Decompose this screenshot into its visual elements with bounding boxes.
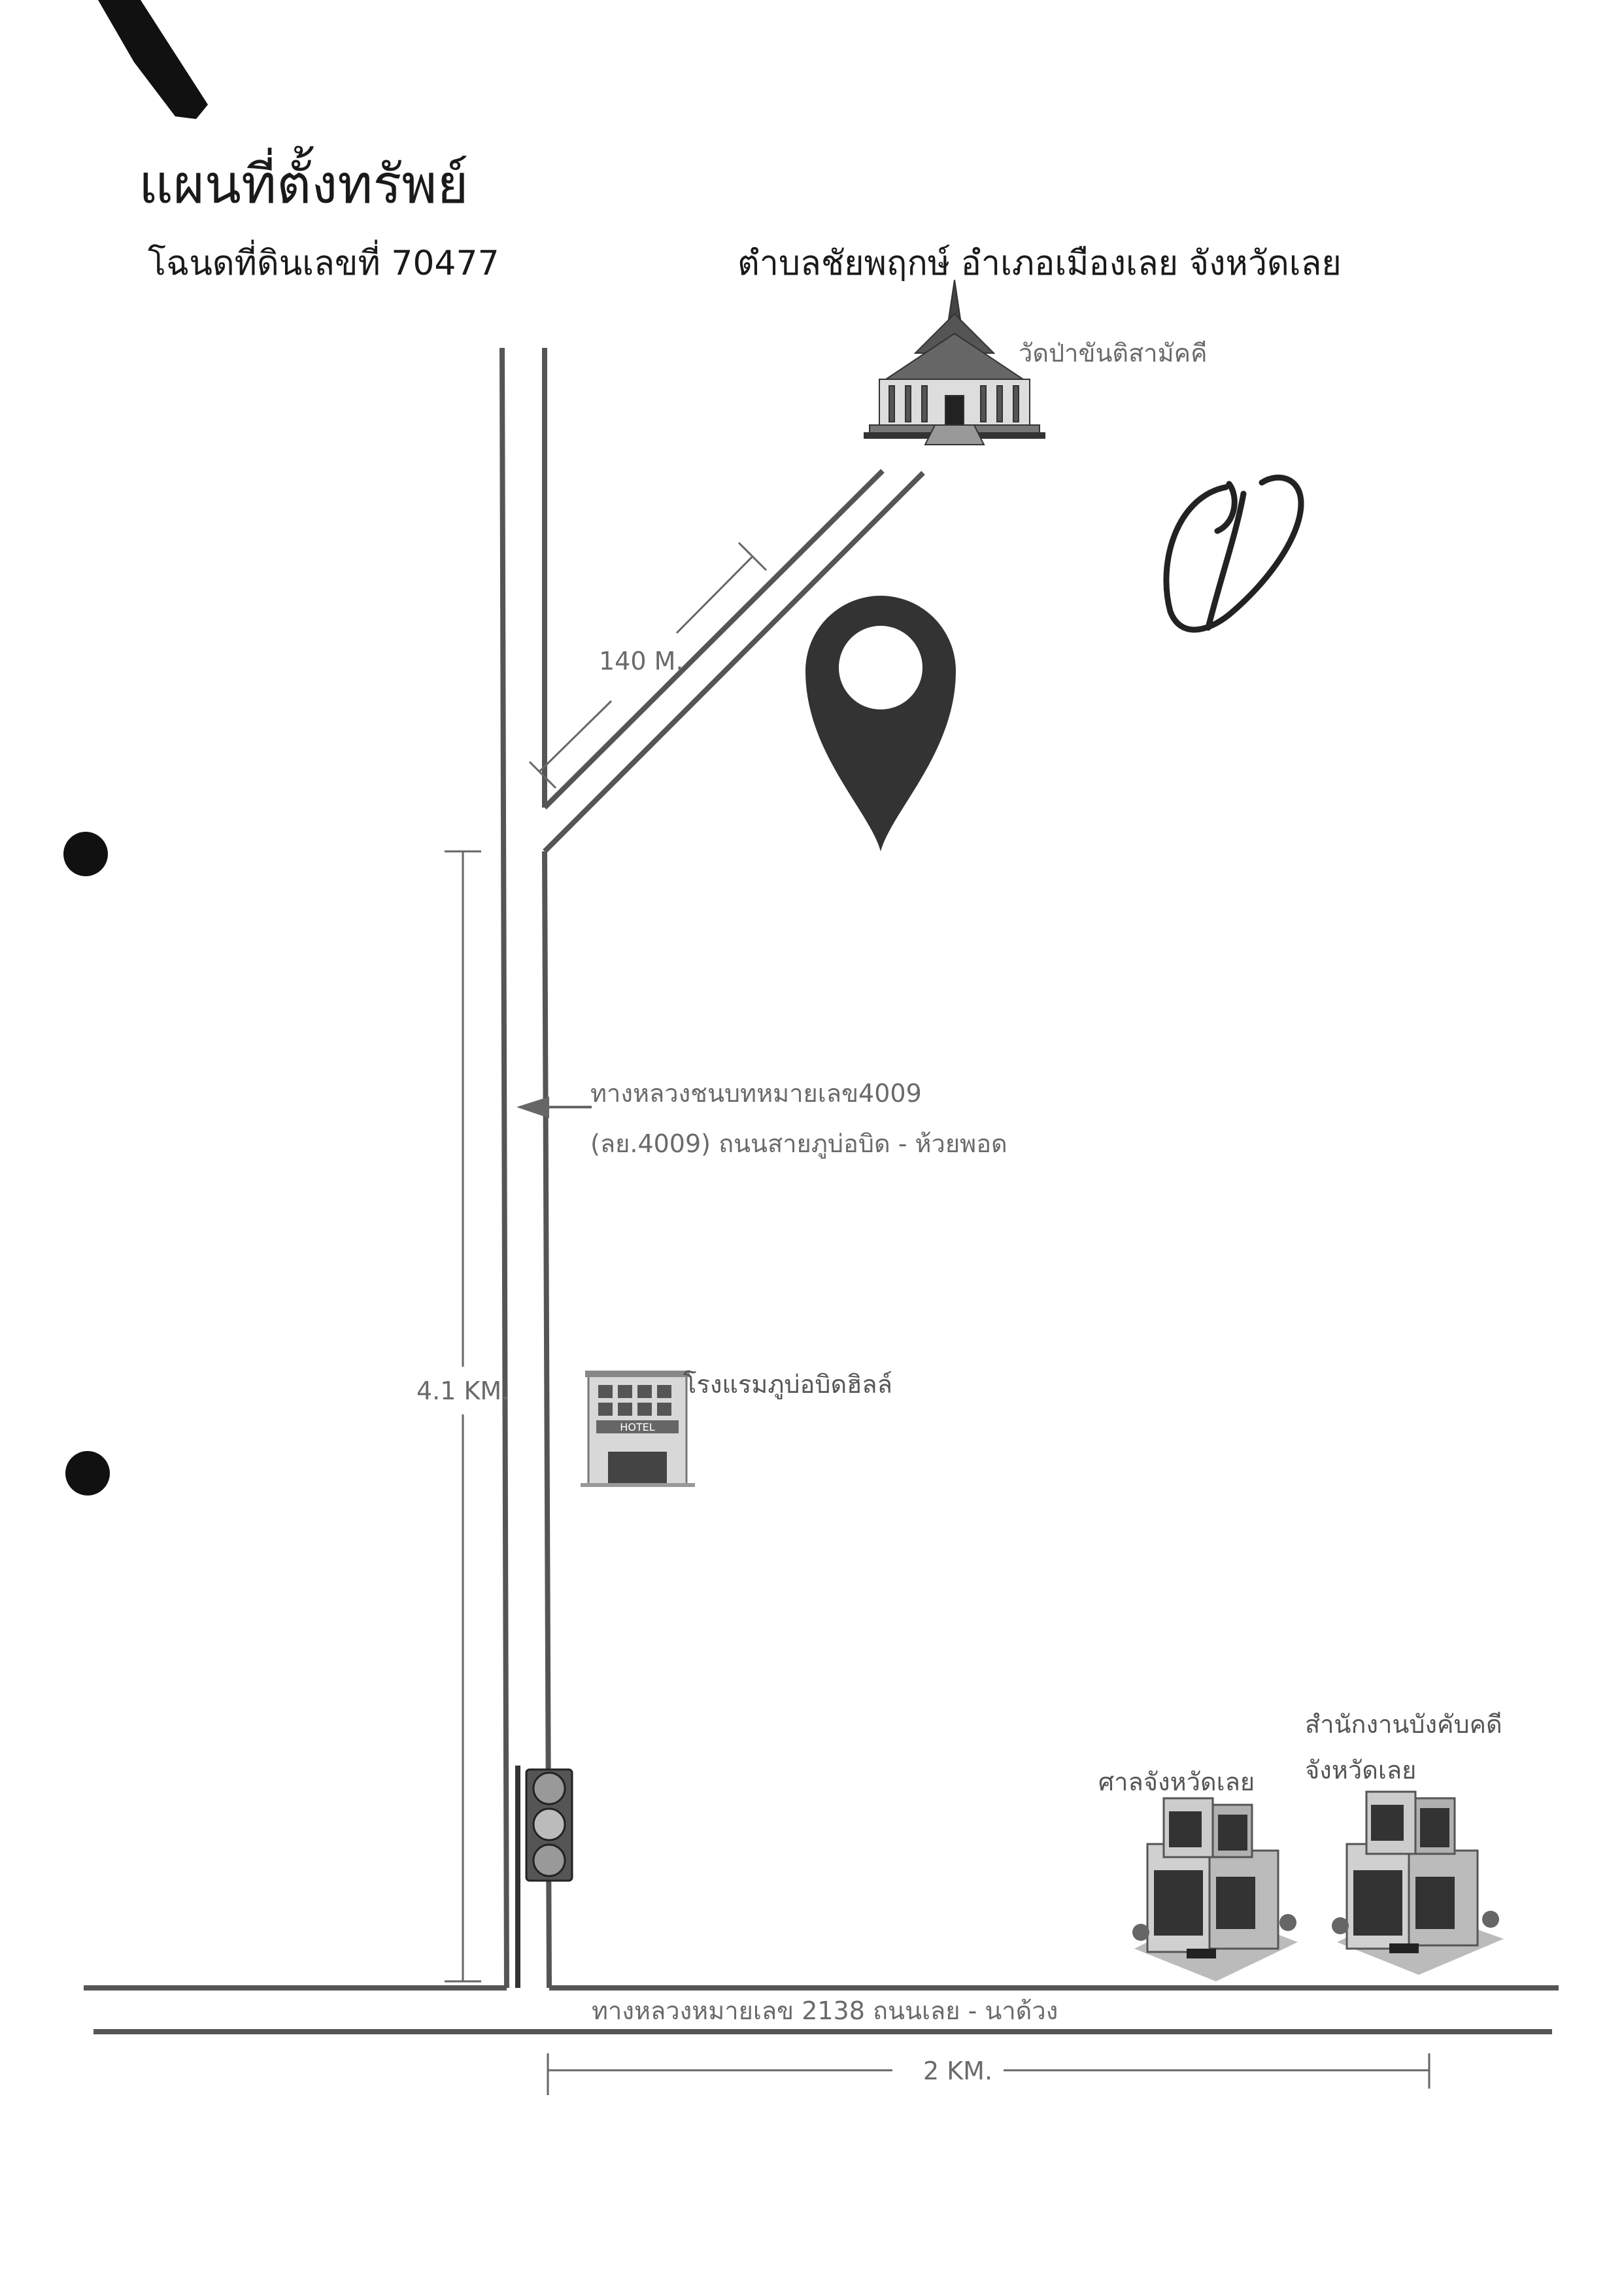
rural-road-label-line2: (ลย.4009) ถนนสายภูบ่อบิด - ห้วยพอด [590, 1129, 1007, 1159]
location-text: ตำบลชัยพฤกษ์ อำเภอเมืองเลย จังหวัดเลย [737, 244, 1342, 283]
distance-140m-label: 140 M. [599, 647, 683, 675]
temple-icon [864, 279, 1045, 445]
temple-label: วัดป่าขันติสามัคคี [1019, 339, 1208, 367]
court-building-icon [1132, 1797, 1298, 1981]
binder-hole-bottom [65, 1451, 110, 1495]
hotel-icon: HOTEL [581, 1371, 695, 1487]
enforcement-office-label-line2: จังหวัดเลย [1305, 1756, 1416, 1785]
dimension-140m [528, 541, 768, 789]
enforcement-office-label-line1: สำนักงานบังคับคดี [1305, 1710, 1502, 1739]
vertical-road [499, 347, 552, 1989]
hotel-sign-text: HOTEL [620, 1421, 655, 1433]
map-title: แผนที่ตั้งทรัพย์ [139, 146, 469, 216]
road-pointer-arrow [516, 1097, 592, 1118]
handwritten-mark [1163, 474, 1304, 633]
location-pin-icon [805, 596, 956, 851]
deed-number: โฉนดที่ดินเลขที่ 70477 [148, 239, 499, 283]
enforcement-office-icon [1332, 1790, 1504, 1975]
branch-road [543, 469, 925, 853]
court-label: ศาลจังหวัดเลย [1098, 1768, 1255, 1796]
scan-corner-mark [98, 0, 208, 119]
dimension-4-1km [445, 850, 481, 1983]
highway-label: ทางหลวงหมายเลข 2138 ถนนเลย - นาด้วง [592, 1996, 1058, 2025]
dimension-2km [547, 2053, 1430, 2095]
highway-road [84, 1985, 1559, 2034]
traffic-light-icon [515, 1766, 573, 1988]
hotel-label: โรงแรมภูบ่อบิดฮิลล์ [683, 1370, 892, 1399]
rural-road-label-line1: ทางหลวงชนบทหมายเลข4009 [590, 1079, 922, 1108]
binder-hole-top [63, 832, 108, 876]
distance-4-1km-label: 4.1 KM. [416, 1376, 509, 1405]
distance-2km-label: 2 KM. [923, 2057, 992, 2085]
